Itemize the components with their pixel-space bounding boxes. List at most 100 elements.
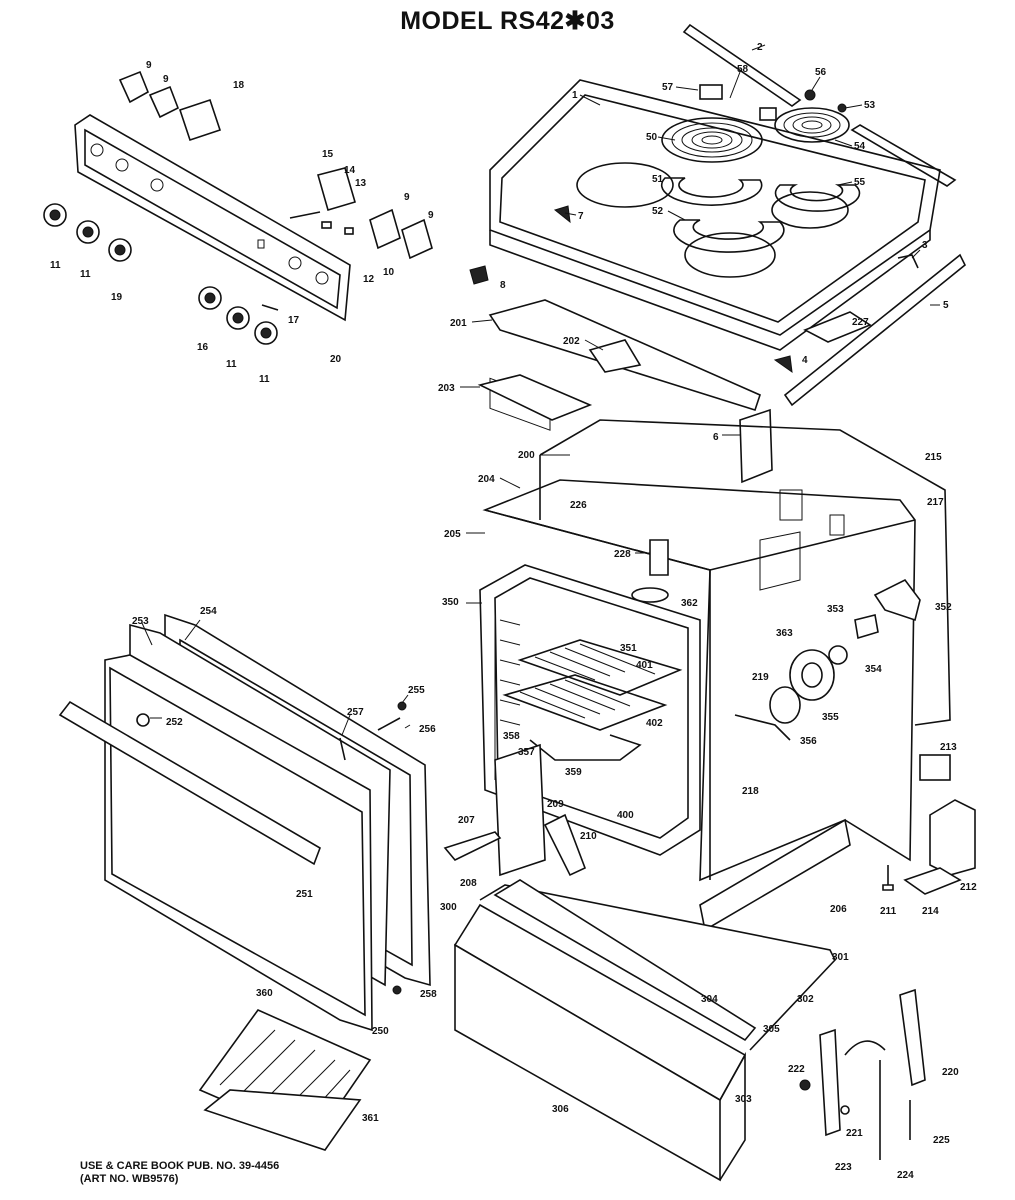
callout-400: 400 [617, 810, 634, 821]
callout-300: 300 [440, 902, 457, 913]
model-title: MODEL RS42✱03 [400, 7, 615, 35]
screw-256 [377, 717, 401, 731]
duct-202 [588, 339, 642, 373]
callout-15: 15 [322, 149, 334, 160]
callout-5: 5 [943, 300, 949, 311]
oven-door [58, 613, 431, 1032]
callout-209: 209 [547, 799, 564, 810]
callout-218: 218 [742, 786, 759, 797]
callout-224: 224 [897, 1170, 914, 1181]
callout-205: 205 [444, 529, 461, 540]
callout-215: 215 [925, 452, 942, 463]
control-panel-20 [74, 114, 351, 322]
callout-220: 220 [942, 1067, 959, 1078]
callout-363: 363 [776, 628, 793, 639]
trim-strip-side [850, 124, 957, 187]
callout-304: 304 [701, 994, 718, 1005]
washer-255 [397, 701, 407, 711]
callout-360: 360 [256, 988, 273, 999]
screw-221 [840, 1105, 850, 1115]
callout-200: 200 [518, 450, 535, 461]
callout-50: 50 [646, 132, 658, 143]
callout-258: 258 [420, 989, 437, 1000]
callout-253: 253 [132, 616, 149, 627]
callout-359: 359 [565, 767, 582, 778]
callout-8: 8 [500, 280, 506, 291]
callout-13: 13 [355, 178, 367, 189]
callout-55: 55 [854, 177, 866, 188]
wire-356 [734, 714, 791, 741]
callout-211: 211 [880, 906, 897, 917]
callout-305: 305 [763, 1024, 780, 1035]
callout-254: 254 [200, 606, 217, 617]
bracket-3 [897, 254, 919, 269]
callout-221: 221 [846, 1128, 863, 1139]
washer-222 [799, 1079, 811, 1091]
callout-225: 225 [933, 1135, 950, 1146]
callout-210: 210 [580, 831, 597, 842]
callout-204: 204 [478, 474, 495, 485]
drip-pans [660, 177, 861, 253]
terminal-block-213 [919, 754, 951, 781]
bake-element-359 [529, 734, 642, 761]
callout-358: 358 [503, 731, 520, 742]
callout-208: 208 [460, 878, 477, 889]
leg-211 [882, 865, 894, 891]
bracket-4 [773, 355, 793, 374]
oven-body [482, 419, 951, 882]
callout-251: 251 [296, 889, 313, 900]
callout-11b: 11 [80, 269, 91, 280]
callout-207: 207 [458, 815, 475, 826]
callout-213: 213 [940, 742, 957, 753]
callout-222: 222 [788, 1064, 805, 1075]
shield-203 [477, 374, 593, 421]
callout-2: 2 [757, 42, 763, 53]
drawer-trim-304 [493, 879, 757, 1042]
callout-361: 361 [362, 1113, 379, 1124]
clock-15 [317, 167, 356, 211]
door-bumper-252 [136, 713, 150, 727]
callout-362: 362 [681, 598, 698, 609]
callout-226: 226 [570, 500, 587, 511]
callout-11a: 11 [50, 260, 61, 271]
callout-355: 355 [822, 712, 839, 723]
callout-9b: 9 [163, 74, 169, 85]
callout-58: 58 [737, 64, 749, 75]
callout-17: 17 [288, 315, 300, 326]
surface-unit-small [774, 107, 850, 143]
footer-note: USE & CARE BOOK PUB. NO. 39-4456 (ART NO… [80, 1160, 279, 1186]
clip-10 [344, 227, 354, 235]
callout-19: 19 [111, 292, 123, 303]
wire-13 [289, 211, 321, 219]
switch-9c [369, 208, 401, 250]
callout-1: 1 [572, 90, 578, 101]
callout-219: 219 [752, 672, 769, 683]
element-227 [803, 311, 872, 343]
bracket-352 [873, 578, 921, 622]
callout-354: 354 [865, 664, 882, 675]
pin-17 [261, 304, 279, 311]
knobs [43, 203, 278, 345]
side-panel-6 [739, 408, 773, 484]
screw-257 [339, 737, 346, 761]
callout-16: 16 [197, 342, 209, 353]
oven-rack-401 [517, 639, 683, 696]
callout-350: 350 [442, 597, 459, 608]
callout-6: 6 [713, 432, 719, 443]
callout-203: 203 [438, 383, 455, 394]
callout-56: 56 [815, 67, 827, 78]
callout-227: 227 [852, 317, 869, 328]
bracket-210 [543, 813, 587, 877]
surface-unit-large [661, 117, 763, 163]
callout-256: 256 [419, 724, 436, 735]
cover-212 [929, 799, 976, 876]
bracket-209 [494, 743, 546, 877]
bottom-panel-206 [699, 818, 851, 932]
callout-257: 257 [347, 707, 364, 718]
oven-rack-400 [502, 674, 668, 731]
callout-223: 223 [835, 1162, 852, 1173]
cooktop [489, 79, 941, 431]
callout-301: 301 [832, 952, 849, 963]
callout-20: 20 [330, 354, 342, 365]
